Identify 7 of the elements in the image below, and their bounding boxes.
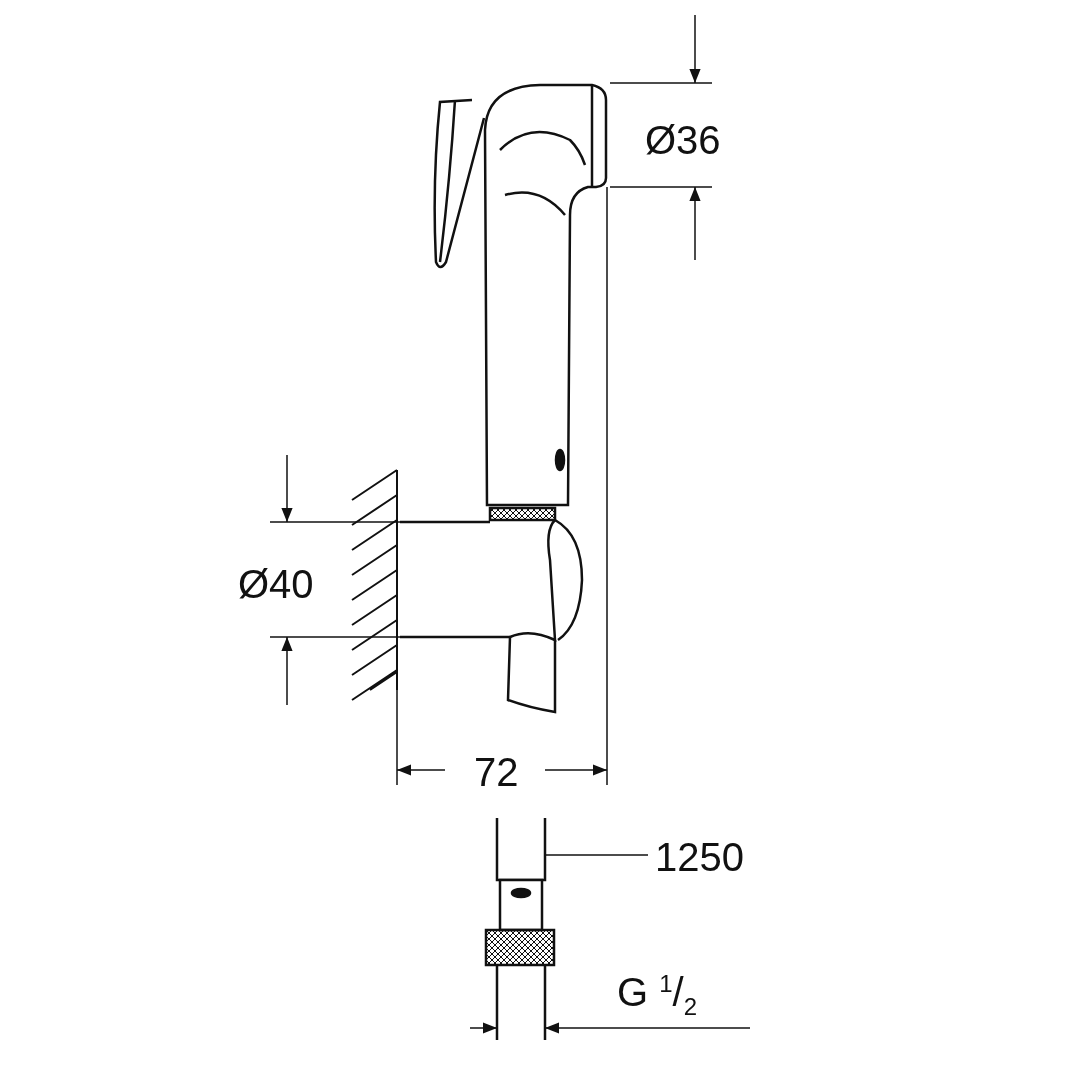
hose-connector-drawing [483, 816, 557, 1042]
dimension-text: Ø36 [645, 118, 721, 162]
dimension-text: 1250 [655, 835, 744, 879]
dimension-text: G $^{1}$/$_{2}$ [617, 969, 698, 1023]
dimension-text: Ø40 [238, 562, 314, 606]
leader-line [544, 854, 649, 856]
dimension-text: 72 [474, 750, 519, 794]
